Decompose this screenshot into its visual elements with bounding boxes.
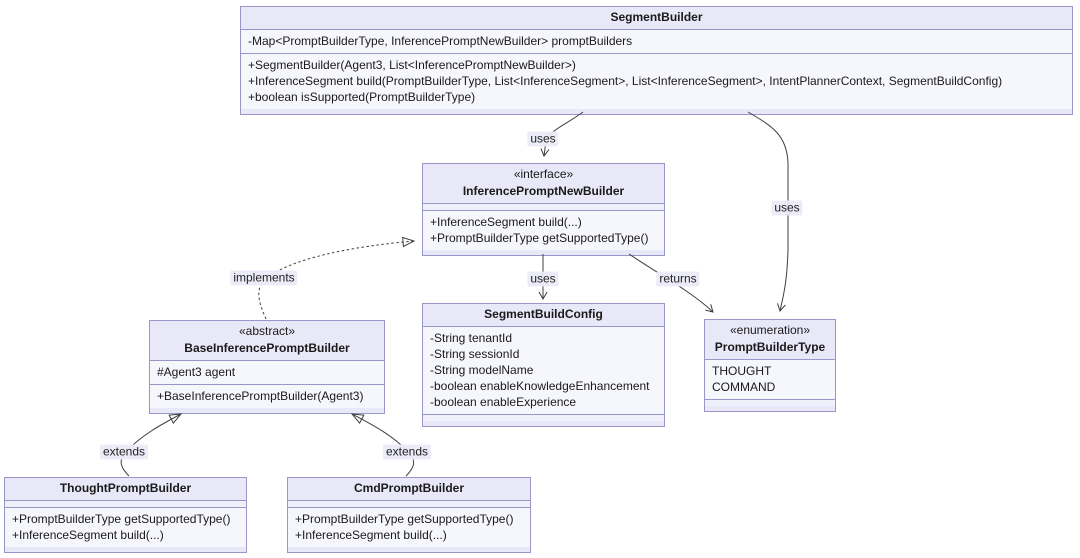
method: +SegmentBuilder(Agent3, List<InferencePr… (248, 58, 576, 72)
attributes-section: #Agent3 agent (150, 360, 384, 384)
method: +PromptBuilderType getSupportedType() (295, 512, 514, 526)
methods-section-empty (423, 414, 664, 421)
attribute: -String modelName (430, 363, 534, 377)
edge-label-uses: uses (771, 200, 803, 216)
enum-value: THOUGHT (712, 364, 772, 378)
class-title: CmdPromptBuilder (288, 478, 530, 500)
class-name: InferencePromptNewBuilder (462, 184, 625, 198)
methods-section: +PromptBuilderType getSupportedType() +I… (288, 507, 530, 547)
class-name: SegmentBuilder (610, 10, 703, 24)
attributes-section: -Map<PromptBuilderType, InferencePromptN… (241, 29, 1072, 53)
class-stereotype: «abstract» (238, 324, 296, 338)
class-name: ThoughtPromptBuilder (59, 481, 192, 495)
class-title: «interface» InferencePromptNewBuilder (423, 164, 664, 203)
edge-label-implements: implements (230, 270, 298, 286)
methods-section: +InferenceSegment build(...) +PromptBuil… (423, 210, 664, 250)
class-name: BaseInferencePromptBuilder (184, 341, 350, 355)
class-title: SegmentBuilder (241, 7, 1072, 29)
class-stereotype: «enumeration» (729, 323, 811, 337)
method: +InferenceSegment build(PromptBuilderTyp… (248, 74, 1003, 88)
class-inferencepromptnewbuilder: «interface» InferencePromptNewBuilder +I… (422, 163, 665, 256)
edge-label-uses: uses (527, 131, 559, 147)
method: +InferenceSegment build(...) (430, 215, 582, 229)
attribute: #Agent3 agent (157, 365, 236, 379)
class-name: SegmentBuildConfig (484, 307, 603, 321)
attribute: -boolean enableKnowledgeEnhancement (430, 379, 650, 393)
attribute: -String tenantId (430, 331, 513, 345)
class-cmdpromptbuilder: CmdPromptBuilder +PromptBuilderType getS… (287, 477, 531, 553)
enum-values-section: THOUGHT COMMAND (705, 359, 835, 399)
attributes-section-empty (423, 203, 664, 210)
class-baseinferencepromptbuilder: «abstract» BaseInferencePromptBuilder #A… (149, 320, 385, 414)
attribute: -String sessionId (430, 347, 520, 361)
attribute: -Map<PromptBuilderType, InferencePromptN… (248, 34, 633, 48)
attributes-section-empty (5, 500, 246, 507)
class-stereotype: «interface» (513, 167, 574, 181)
method: +BaseInferencePromptBuilder(Agent3) (157, 389, 364, 403)
class-promptbuildertype: «enumeration» PromptBuilderType THOUGHT … (704, 319, 836, 412)
methods-section-empty (705, 399, 835, 406)
method: +InferenceSegment build(...) (295, 528, 447, 542)
class-title: «abstract» BaseInferencePromptBuilder (150, 321, 384, 360)
method: +InferenceSegment build(...) (12, 528, 164, 542)
class-title: ThoughtPromptBuilder (5, 478, 246, 500)
class-thoughtpromptbuilder: ThoughtPromptBuilder +PromptBuilderType … (4, 477, 247, 553)
method: +PromptBuilderType getSupportedType() (12, 512, 231, 526)
edge-label-extends: extends (99, 444, 149, 460)
class-title: SegmentBuildConfig (423, 304, 664, 326)
class-name: PromptBuilderType (714, 340, 826, 354)
class-segmentbuilder: SegmentBuilder -Map<PromptBuilderType, I… (240, 6, 1073, 115)
class-segmentbuildconfig: SegmentBuildConfig -String tenantId -Str… (422, 303, 665, 427)
attributes-section-empty (288, 500, 530, 507)
attribute: -boolean enableExperience (430, 395, 577, 409)
edge-label-uses: uses (527, 271, 559, 287)
edge-label-extends: extends (382, 444, 432, 460)
edge-label-returns: returns (656, 271, 700, 287)
methods-section: +PromptBuilderType getSupportedType() +I… (5, 507, 246, 547)
enum-value: COMMAND (712, 380, 776, 394)
class-name: CmdPromptBuilder (353, 481, 464, 495)
method: +boolean isSupported(PromptBuilderType) (248, 90, 476, 104)
methods-section: +SegmentBuilder(Agent3, List<InferencePr… (241, 53, 1072, 109)
class-title: «enumeration» PromptBuilderType (705, 320, 835, 359)
method: +PromptBuilderType getSupportedType() (430, 231, 649, 245)
methods-section: +BaseInferencePromptBuilder(Agent3) (150, 384, 384, 408)
attributes-section: -String tenantId -String sessionId -Stri… (423, 326, 664, 414)
